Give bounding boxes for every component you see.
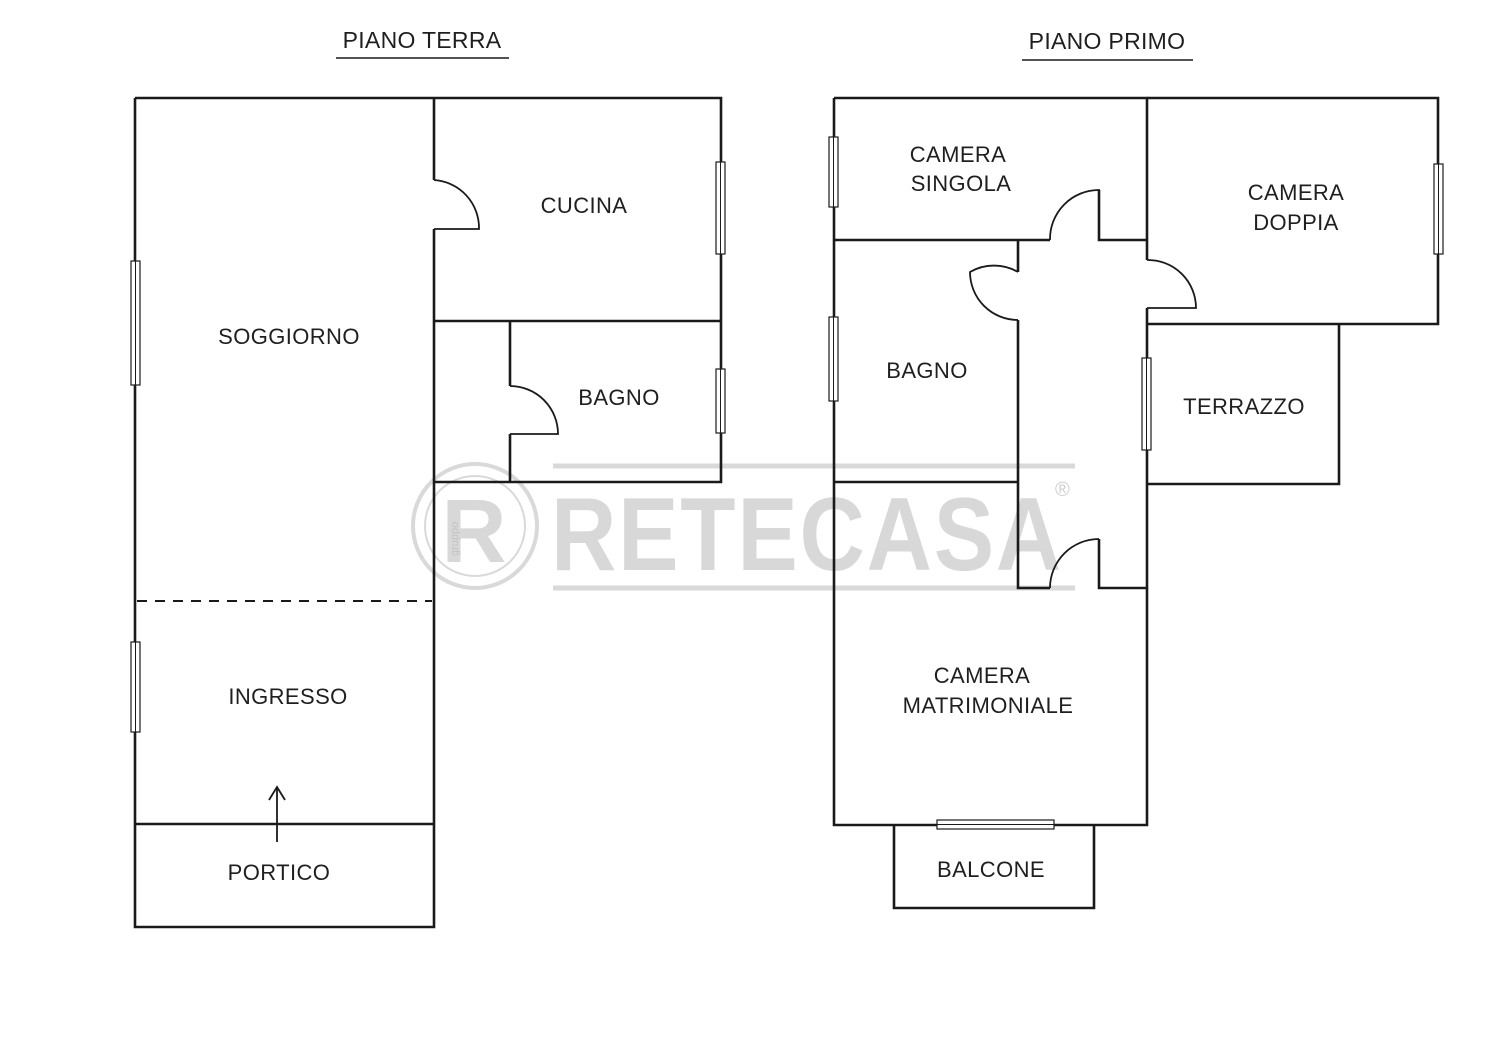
room-label-terrazzo: TERRAZZO [1183,394,1305,419]
room-label-camera-singola-line1: CAMERA [910,142,1007,167]
watermark-badge-small-text: gruppo [449,522,461,556]
room-label-soggiorno: SOGGIORNO [218,324,360,349]
room-label-camera-doppia-line1: CAMERA [1248,180,1345,205]
watermark-brand: RETECASA [551,477,1063,593]
ground-floor-windows [130,161,726,733]
watermark-badge-letter: R [442,482,509,582]
room-label-camera-singola-line2: SINGOLA [911,171,1012,196]
ground-floor-title: PIANO TERRA [343,27,502,53]
room-label-ingresso: INGRESSO [228,684,347,709]
room-label-balcone: BALCONE [937,857,1045,882]
room-label-camera-matrimoniale-line1: CAMERA [934,663,1031,688]
room-label-cucina: CUCINA [541,193,628,218]
room-label-portico: PORTICO [228,860,331,885]
room-label-bagno-ground: BAGNO [578,385,659,410]
watermark-registered: ® [1055,479,1070,501]
room-label-camera-doppia-line2: DOPPIA [1253,210,1339,235]
retecasa-watermark: R gruppo RETECASA ® [411,462,1075,593]
ground-floor: PIANO TERRA [130,27,726,929]
room-label-camera-matrimoniale-line2: MATRIMONIALE [903,693,1074,718]
room-label-bagno-first: BAGNO [886,358,967,383]
entrance-arrow-icon [268,785,286,842]
first-floor: PIANO PRIMO [828,28,1444,910]
ground-floor-doors [433,179,559,435]
first-floor-windows [828,136,1444,830]
ground-floor-walls [133,96,723,929]
first-floor-doors [969,189,1197,589]
first-floor-title: PIANO PRIMO [1029,28,1186,54]
